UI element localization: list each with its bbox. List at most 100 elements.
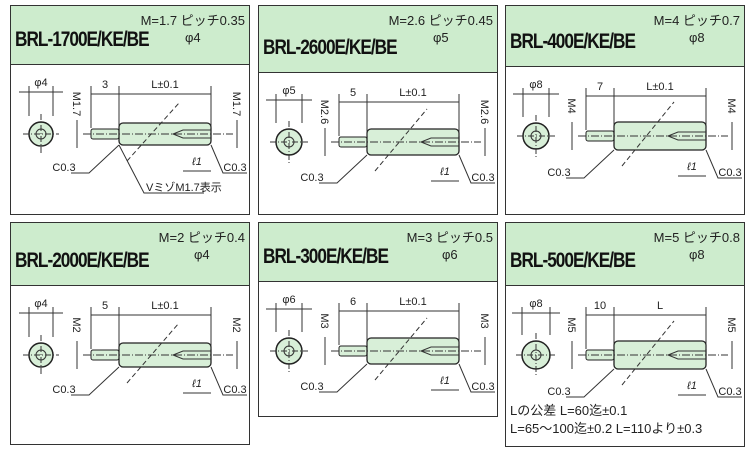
diameter-spec: φ6 — [441, 247, 458, 262]
leader-line — [71, 144, 120, 174]
section-line — [621, 101, 675, 167]
internal-thread — [419, 346, 459, 356]
pitch-spec: M=3 ピッチ0.5 — [406, 230, 493, 245]
diameter-spec: φ4 — [193, 247, 210, 262]
model-name: BRL-500E/KE/BE — [510, 249, 636, 272]
model-name: BRL-400E/KE/BE — [510, 30, 636, 53]
thread-size-right: M1.7 — [230, 92, 242, 116]
diameter-spec: φ8 — [688, 30, 705, 45]
pitch-spec: M=5 ピッチ0.8 — [653, 230, 740, 245]
thread-size-left: M4 — [565, 98, 577, 113]
diameter-label: φ4 — [34, 298, 47, 310]
chamfer-label-left: C0.3 — [547, 386, 570, 398]
thread-depth-label: ℓ1 — [439, 375, 450, 387]
pitch-spec: M=2 ピッチ0.4 — [158, 230, 245, 245]
section-line — [374, 317, 428, 381]
thread-size-left: M2.6 — [318, 100, 330, 124]
chamfer-label-right: C0.3 — [718, 167, 741, 179]
stud-length-label: 7 — [597, 81, 603, 93]
panel-header: BRL-1700E/KE/BE M=1.7 ピッチ0.35 φ4 — [11, 6, 249, 65]
chamfer-label-left: C0.3 — [52, 384, 75, 396]
panel-header: BRL-2600E/KE/BE M=2.6 ピッチ0.45 φ5 — [259, 6, 497, 73]
internal-thread — [171, 350, 211, 360]
diameter-label: φ6 — [282, 294, 295, 306]
diameter-label: φ8 — [529, 298, 542, 310]
model-name: BRL-300E/KE/BE — [263, 245, 389, 268]
diameter-label: φ8 — [529, 79, 542, 91]
thread-depth-label: ℓ1 — [686, 380, 697, 392]
diameter-spec: φ8 — [688, 247, 705, 262]
chamfer-label-left: C0.3 — [300, 381, 323, 393]
chamfer-label-left: C0.3 — [52, 162, 75, 174]
internal-thread — [666, 350, 706, 360]
thread-size-right: M2 — [230, 317, 242, 332]
thread-depth-label: ℓ1 — [686, 161, 697, 173]
leader-line — [210, 366, 247, 396]
thread-spec: M=1.7 ピッチ0.35 φ4 — [141, 12, 245, 46]
thread-size-right: M3 — [478, 313, 490, 328]
thread-depth-label: ℓ1 — [191, 156, 202, 168]
section-line — [126, 322, 180, 384]
chamfer-label-left: C0.3 — [547, 167, 570, 179]
pitch-spec: M=4 ピッチ0.7 — [653, 13, 740, 28]
tolerance-note-line-2: L=65〜100迄±0.2 L=110より±0.3 — [510, 421, 703, 436]
pitch-spec: M=1.7 ピッチ0.35 — [140, 13, 245, 28]
leader-line — [319, 363, 368, 393]
stud-length-label: 6 — [350, 296, 356, 308]
diameter-spec: φ5 — [432, 30, 449, 45]
diameter-spec: φ4 — [184, 30, 201, 45]
section-line — [126, 102, 180, 162]
leader-line — [319, 154, 368, 184]
diameter-label: φ4 — [34, 77, 47, 89]
leader-line — [71, 366, 120, 396]
chamfer-label-right: C0.3 — [223, 162, 246, 174]
panel-header: BRL-500E/KE/BE M=5 ピッチ0.8 φ8 — [506, 223, 744, 286]
chamfer-label-left: C0.3 — [300, 172, 323, 184]
diameter-label: φ5 — [282, 85, 295, 97]
thread-size-right: M5 — [725, 317, 737, 332]
section-line — [374, 108, 428, 172]
chamfer-label-right: C0.3 — [718, 386, 741, 398]
model-name: BRL-2600E/KE/BE — [263, 36, 398, 59]
leader-line — [566, 149, 615, 179]
body-length-label: L±0.1 — [151, 300, 178, 312]
thread-depth-label: ℓ1 — [439, 166, 450, 178]
thread-spec: M=5 ピッチ0.8 φ8 — [654, 229, 740, 263]
model-name: BRL-1700E/KE/BE — [15, 28, 150, 51]
panel-header: BRL-400E/KE/BE M=4 ピッチ0.7 φ8 — [506, 6, 744, 67]
thread-size-left: M5 — [565, 317, 577, 332]
thread-depth-label: ℓ1 — [191, 378, 202, 390]
internal-thread — [419, 137, 459, 147]
pitch-spec: M=2.6 ピッチ0.45 — [388, 13, 493, 28]
thread-spec: M=4 ピッチ0.7 φ8 — [654, 12, 740, 46]
panel-header: BRL-300E/KE/BE M=3 ピッチ0.5 φ6 — [259, 223, 497, 282]
body-length-label: L — [657, 300, 663, 312]
body-length-label: L±0.1 — [399, 87, 426, 99]
leader-line — [458, 154, 495, 184]
tolerance-note-line-1: Lの公差 L=60迄±0.1 — [510, 403, 628, 418]
section-line — [621, 320, 675, 386]
leader-line — [705, 368, 742, 398]
stud-length-label: 5 — [102, 300, 108, 312]
leader-line — [566, 368, 615, 398]
thread-spec: M=2 ピッチ0.4 φ4 — [159, 229, 245, 263]
internal-thread — [171, 129, 211, 139]
thread-size-left: M3 — [318, 313, 330, 328]
leader-line — [118, 144, 204, 194]
stud-length-label: 10 — [594, 300, 606, 312]
chamfer-label-right: C0.3 — [471, 172, 494, 184]
chamfer-label-right: C0.3 — [223, 384, 246, 396]
stud-length-label: 3 — [102, 79, 108, 91]
